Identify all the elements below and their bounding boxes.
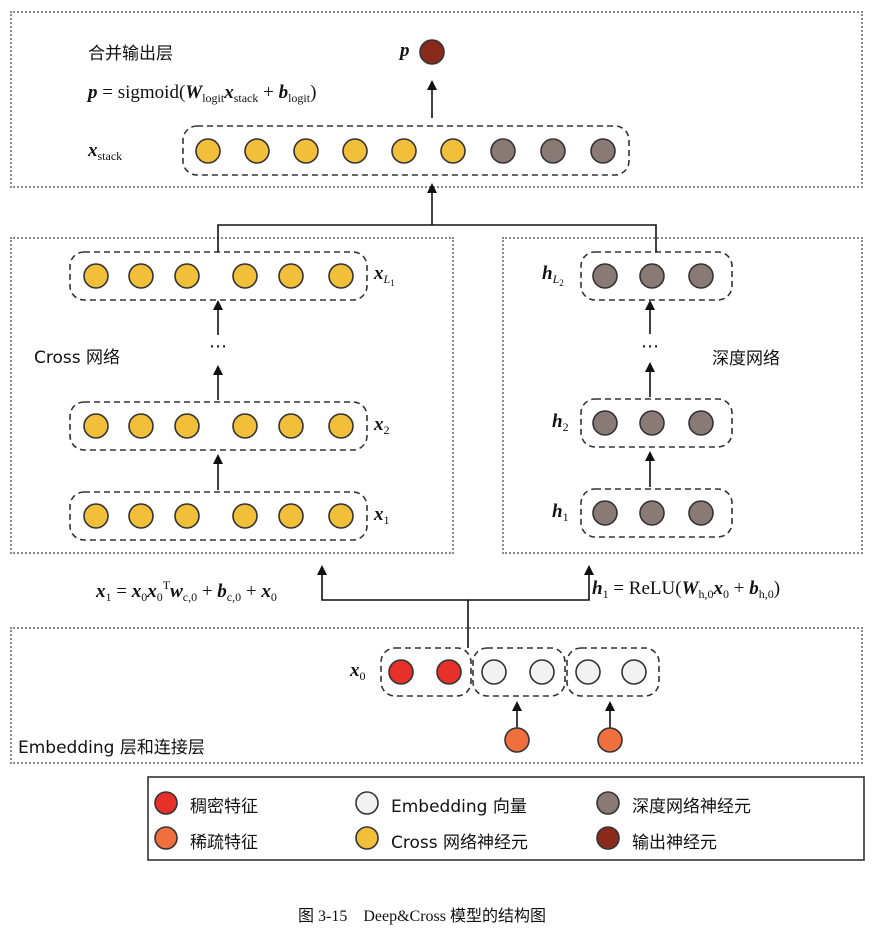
legend-label-dense: 稠密特征: [190, 797, 258, 817]
cross-neuron: [278, 413, 304, 439]
deep-network-region: [502, 237, 863, 554]
legend-label-cross-neuron: Cross 网络神经元: [391, 833, 529, 853]
stack-neuron: [244, 138, 270, 164]
stack-neuron: [490, 138, 516, 164]
cross-x1-label: x1: [374, 504, 390, 527]
sparse-feature: [597, 727, 623, 753]
legend-swatches: [154, 791, 620, 850]
connectors: [213, 80, 657, 728]
deep-neuron: [639, 410, 665, 436]
cross-neuron: [128, 503, 154, 529]
embedding-layer-region: [10, 627, 863, 764]
cross-neuron: [328, 263, 354, 289]
embedding-layer-title: Embedding 层和连接层: [18, 738, 205, 758]
deep-h2-group-box: [580, 398, 733, 448]
legend-label-deep-neuron: 深度网络神经元: [632, 797, 751, 817]
stack-neuron: [440, 138, 466, 164]
embedding-group-box-2: [566, 647, 660, 697]
cross-neuron: [174, 263, 200, 289]
legend-swatch: [154, 826, 178, 850]
cross-neuron: [83, 263, 109, 289]
output-neuron: [419, 39, 445, 65]
cross-ellipsis: ⋯: [209, 336, 227, 357]
stack-label: xstack: [88, 140, 123, 163]
x0-label: x0: [350, 660, 366, 683]
deep-neuron: [688, 410, 714, 436]
embedding-unit: [575, 659, 601, 685]
cross-neuron: [83, 503, 109, 529]
dense-feature: [388, 659, 414, 685]
cross-neuron: [83, 413, 109, 439]
embedding-unit: [529, 659, 555, 685]
deep-h2-label: h2: [552, 411, 569, 434]
cross-neuron: [232, 413, 258, 439]
cross-x2-label: x2: [374, 414, 390, 437]
cross-xL1-group-box: [69, 251, 368, 301]
cross-neuron: [278, 263, 304, 289]
embedding-split-line-right: [468, 565, 594, 601]
deep-neuron: [688, 263, 714, 289]
embedding-unit: [481, 659, 507, 685]
cross-neuron: [232, 263, 258, 289]
deep-neuron: [592, 410, 618, 436]
legend-label-output-neuron: 输出神经元: [632, 833, 717, 853]
figure-caption: 图 3-15 Deep&Cross 模型的结构图: [298, 908, 546, 925]
cross-neuron: [278, 503, 304, 529]
legend-swatch: [596, 791, 620, 815]
output-equation: p = sigmoid(Wlogitxstack + blogit): [88, 82, 317, 105]
cross-x2-group-box: [69, 401, 368, 451]
group-boxes: [69, 125, 733, 697]
cross-equation: x1 = x0x0Twc,0 + bc,0 + x0: [96, 578, 277, 604]
legend-label-sparse: 稀疏特征: [190, 833, 258, 853]
deep-ellipsis: ⋯: [641, 336, 659, 357]
legend-box: [147, 776, 865, 861]
deep-neuron: [639, 500, 665, 526]
deep-hL2-label: hL2: [542, 263, 564, 288]
stack-neuron: [293, 138, 319, 164]
embedding-split-line: [317, 565, 469, 648]
deep-h1-group-box: [580, 488, 733, 538]
cross-neuron: [328, 413, 354, 439]
cross-neuron: [174, 503, 200, 529]
deep-equation: h1 = ReLU(Wh,0x0 + bh,0): [592, 578, 781, 601]
embedding-unit: [621, 659, 647, 685]
deep-neuron: [688, 500, 714, 526]
cross-network-title: Cross 网络: [34, 348, 121, 368]
stack-group-box: [182, 125, 630, 176]
sparse-feature: [504, 727, 530, 753]
neurons: [83, 39, 714, 753]
cross-xL1-label: xL1: [374, 263, 395, 288]
deep-network-title: 深度网络: [712, 349, 780, 369]
cross-neuron: [328, 503, 354, 529]
dense-feature: [436, 659, 462, 685]
stack-neuron: [342, 138, 368, 164]
legend-swatch: [355, 791, 379, 815]
deep-neuron: [639, 263, 665, 289]
stack-neuron: [391, 138, 417, 164]
stack-neuron: [540, 138, 566, 164]
deep-neuron: [592, 263, 618, 289]
cross-x1-group-box: [69, 491, 368, 541]
output-layer-title: 合并输出层: [88, 44, 173, 64]
cross-network-region: [10, 237, 454, 554]
legend-label-embedding: Embedding 向量: [391, 797, 527, 817]
stack-neuron: [195, 138, 221, 164]
embedding-group-box-1: [472, 647, 566, 697]
cross-neuron: [232, 503, 258, 529]
p-symbol: p: [400, 40, 410, 61]
merge-line: [217, 224, 657, 252]
legend-swatch: [154, 791, 178, 815]
stack-neuron: [590, 138, 616, 164]
deep-neuron: [592, 500, 618, 526]
cross-neuron: [128, 263, 154, 289]
cross-neuron: [174, 413, 200, 439]
dense-group-box: [380, 647, 472, 697]
deep-h1-label: h1: [552, 501, 569, 524]
legend-swatch: [355, 826, 379, 850]
legend-swatch: [596, 826, 620, 850]
cross-neuron: [128, 413, 154, 439]
